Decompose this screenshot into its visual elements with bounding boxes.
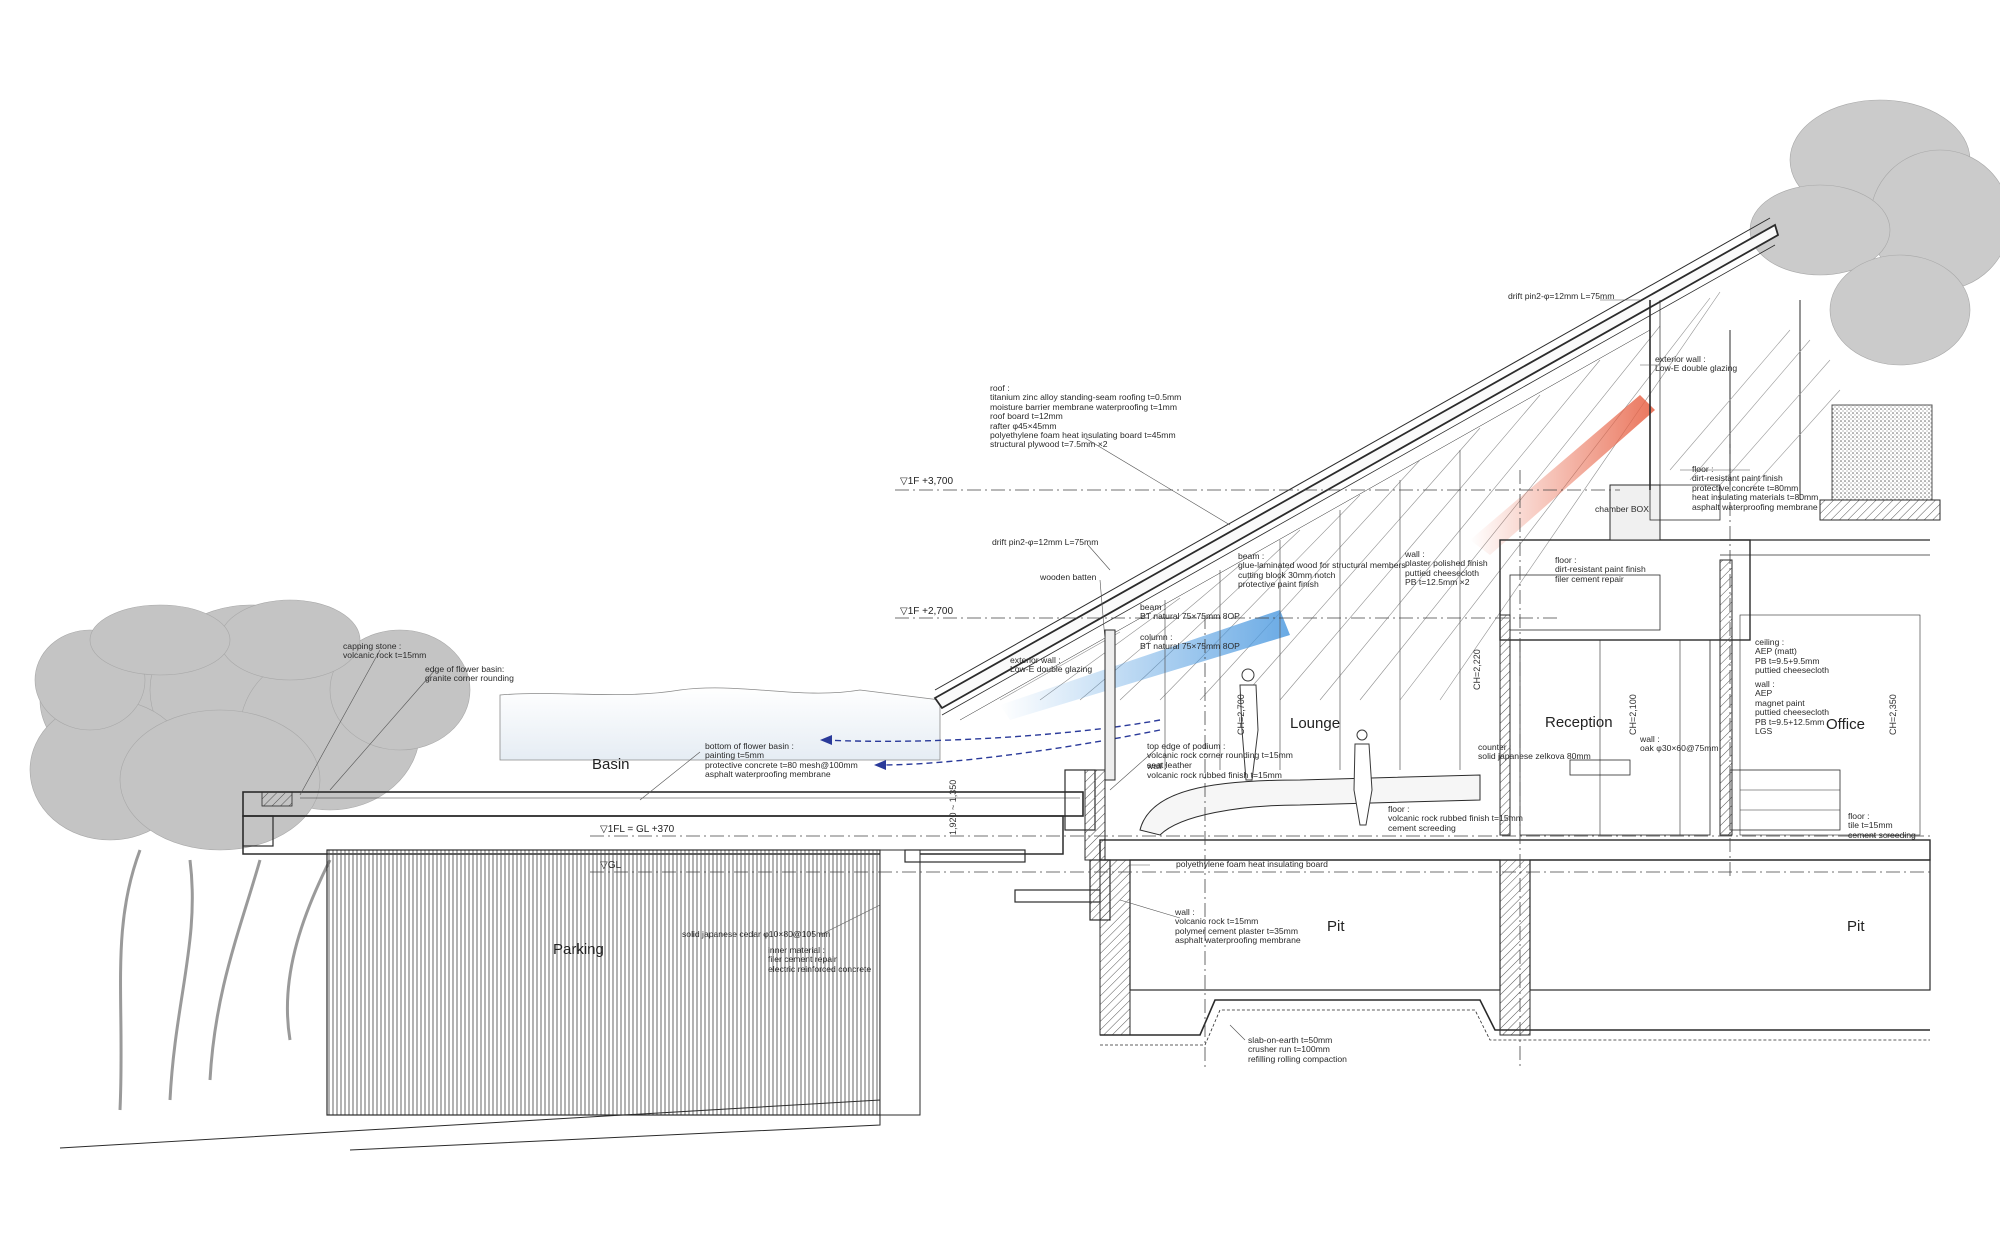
airflow-red <box>1470 395 1655 555</box>
note-counter: counter :solid japanese zelkova 80mm <box>1478 742 1591 762</box>
dim-wall: CH=2,220 <box>1472 649 1482 690</box>
note-wooden-batten: wooden batten <box>1040 572 1097 582</box>
lounge-seating <box>1139 774 1481 836</box>
room-reception: Reception <box>1545 714 1613 731</box>
parking-wall <box>326 849 881 1116</box>
roof <box>933 217 1780 721</box>
note-capping-stone: capping stone :volcanic rock t=15mm <box>343 641 427 661</box>
parking-slab <box>879 849 921 1116</box>
note-drift-pin-top: drift pin2-φ=12mm L=75mm <box>1508 291 1615 301</box>
room-pit-right: Pit <box>1847 918 1865 935</box>
note-flower-basin-edge: edge of flower basin:granite corner roun… <box>425 664 514 684</box>
airflow-blue <box>1000 610 1290 720</box>
note-beam-roof: beam :glue-laminated wood for structural… <box>1238 551 1406 590</box>
pit-structure <box>1099 839 1931 1046</box>
room-basin: Basin <box>592 756 630 773</box>
note-chamber-box: chamber BOX <box>1595 504 1649 514</box>
note-exterior-wall: exterior wall :Low-E double glazing <box>1655 354 1738 374</box>
interior-walls <box>1499 559 1921 836</box>
room-parking: Parking <box>553 941 604 958</box>
note-floor-lounge: floor :volcanic rock rubbed finish t=15m… <box>1388 804 1523 833</box>
figure-standing <box>1239 668 1259 781</box>
upper-structure-diagonals <box>1669 329 1841 491</box>
note-podium: top edge of podium :volcanic rock corner… <box>1147 741 1293 770</box>
dim-office-ch: CH=2,350 <box>1888 694 1898 735</box>
airflow-arrows <box>824 719 1161 766</box>
main-column <box>1104 629 1116 781</box>
leader-lines <box>299 299 1750 1041</box>
note-roof: roof :titanium zinc alloy standing-seam … <box>990 383 1182 450</box>
note-poly-foam: polyethylene foam heat insulating board <box>1176 859 1328 869</box>
note-wall-oak: wall :oak φ30×60@75mm <box>1640 734 1719 754</box>
note-podium-wall: wall :volcanic rock rubbed finish t=15mm <box>1147 761 1282 781</box>
level-gl: ▽GL <box>600 860 622 871</box>
dim-lounge-ch: CH=2,700 <box>1236 694 1246 735</box>
level-1fl: ▽1FL = GL +370 <box>600 824 675 835</box>
level-3700: ▽1F +3,700 <box>900 476 954 487</box>
note-exterior-wall-2: exterior wall :Low-E double glazing <box>1010 655 1093 675</box>
upper-structure <box>1499 300 1941 641</box>
room-lounge: Lounge <box>1290 715 1341 732</box>
figure-child <box>1353 729 1373 826</box>
dim-reception-ch: CH=2,100 <box>1628 694 1638 735</box>
note-column: column :BT natural 75×75mm 8OP <box>1140 632 1240 652</box>
ground-line-left <box>59 1099 881 1151</box>
level-lines <box>590 430 1930 1070</box>
dim-basin: 1,920 ~ 1,350 <box>948 779 958 835</box>
ramp <box>904 849 1111 921</box>
note-parking-wall: solid japanese cedar φ10×80@105mm <box>682 929 831 939</box>
room-pit-left: Pit <box>1327 918 1345 935</box>
trees-left <box>29 599 471 851</box>
note-beam-mid: beam :BT natural 75×75mm 8OP <box>1140 602 1240 622</box>
tree-right <box>1749 99 2000 366</box>
level-2700: ▽1F +2,700 <box>900 606 954 617</box>
tree-trunks-left <box>118 849 332 1111</box>
arrowheads <box>820 735 886 770</box>
room-office: Office <box>1826 716 1865 733</box>
green-roof <box>1831 404 1933 501</box>
note-drift-pin-mid: drift pin2-φ=12mm L=75mm <box>992 537 1099 547</box>
